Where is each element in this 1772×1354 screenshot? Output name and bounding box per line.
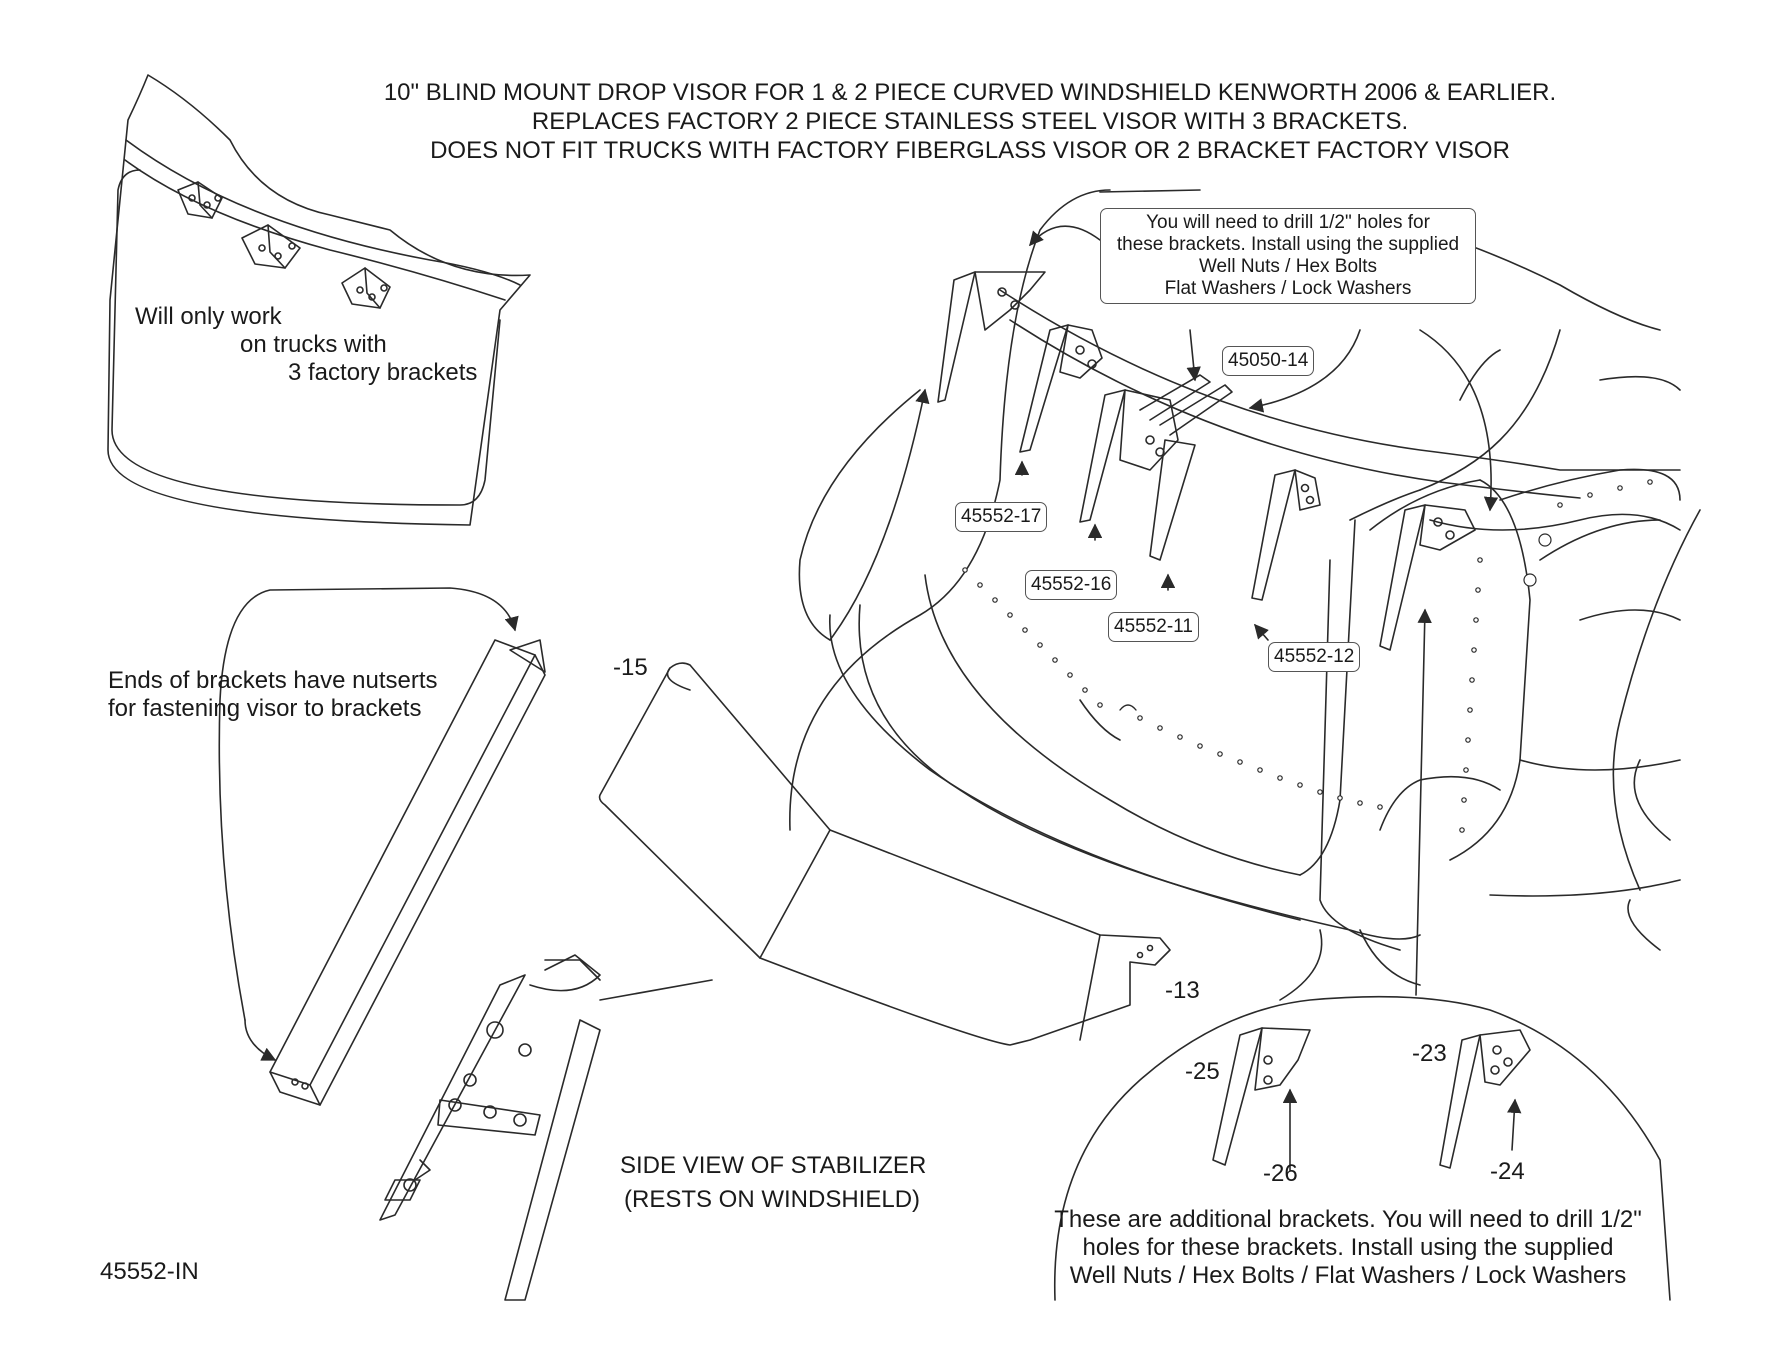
factory-note-line-2: on trucks with [240, 331, 387, 358]
bracket-label-26: -26 [1263, 1160, 1298, 1187]
factory-note-line-3: 3 factory brackets [288, 359, 478, 386]
long-bracket-drawing [218, 587, 546, 1106]
factory-note-line-1: Will only work [135, 303, 282, 330]
ends-note-line-2: for fastening visor to brackets [108, 695, 422, 722]
additional-note-line-2: holes for these brackets. Install using … [1082, 1234, 1614, 1261]
windshield-brackets [937, 271, 1476, 651]
title-line-2: REPLACES FACTORY 2 PIECE STAINLESS STEEL… [531, 108, 1409, 135]
page-title: 10" BLIND MOUNT DROP VISOR FOR 1 & 2 PIE… [300, 78, 1640, 165]
truck-windshield-drawing [789, 189, 1701, 1001]
ends-note-line-1: Ends of brackets have nutserts [108, 667, 438, 694]
drill-note-line-4: Flat Washers / Lock Washers [1164, 278, 1412, 299]
stabilizer-caption-line-1: SIDE VIEW OF STABILIZER [620, 1152, 927, 1179]
part-label-45552-11: 45552-11 [1108, 612, 1199, 642]
bracket-label-23: -23 [1412, 1040, 1447, 1067]
visor-label-right: -13 [1165, 977, 1200, 1004]
additional-note: These are additional brackets. You will … [1028, 1206, 1668, 1290]
part-label-45552-17: 45552-17 [955, 502, 1048, 532]
visor-panel [598, 662, 1171, 1046]
drill-note-line-1: You will need to drill 1/2" holes for [1146, 212, 1430, 233]
callout-arrows [798, 225, 1499, 996]
visor-label-left: -15 [613, 654, 648, 681]
additional-brackets-drawing [1053, 995, 1671, 1301]
drill-note-callout: You will need to drill 1/2" holes for th… [1100, 208, 1476, 304]
stabilizer-drawing [379, 954, 713, 1301]
additional-note-line-3: Well Nuts / Hex Bolts / Flat Washers / L… [1069, 1262, 1627, 1289]
part-label-45050-14: 45050-14 [1222, 346, 1315, 376]
part-label-45552-12: 45552-12 [1268, 642, 1361, 672]
title-line-1: 10" BLIND MOUNT DROP VISOR FOR 1 & 2 PIE… [383, 79, 1557, 106]
bracket-label-25: -25 [1185, 1058, 1220, 1085]
stabilizer-caption-line-2: (RESTS ON WINDSHIELD) [624, 1186, 921, 1213]
title-line-3: DOES NOT FIT TRUCKS WITH FACTORY FIBERGL… [430, 137, 1510, 164]
document-number: 45552-IN [100, 1258, 199, 1285]
additional-note-line-1: These are additional brackets. You will … [1054, 1206, 1642, 1233]
factory-brackets-inset [107, 74, 531, 526]
drill-note-line-2: these brackets. Install using the suppli… [1116, 234, 1460, 255]
bracket-label-24: -24 [1490, 1158, 1525, 1185]
part-label-45552-16: 45552-16 [1025, 570, 1118, 600]
drill-note-line-3: Well Nuts / Hex Bolts [1198, 256, 1378, 277]
